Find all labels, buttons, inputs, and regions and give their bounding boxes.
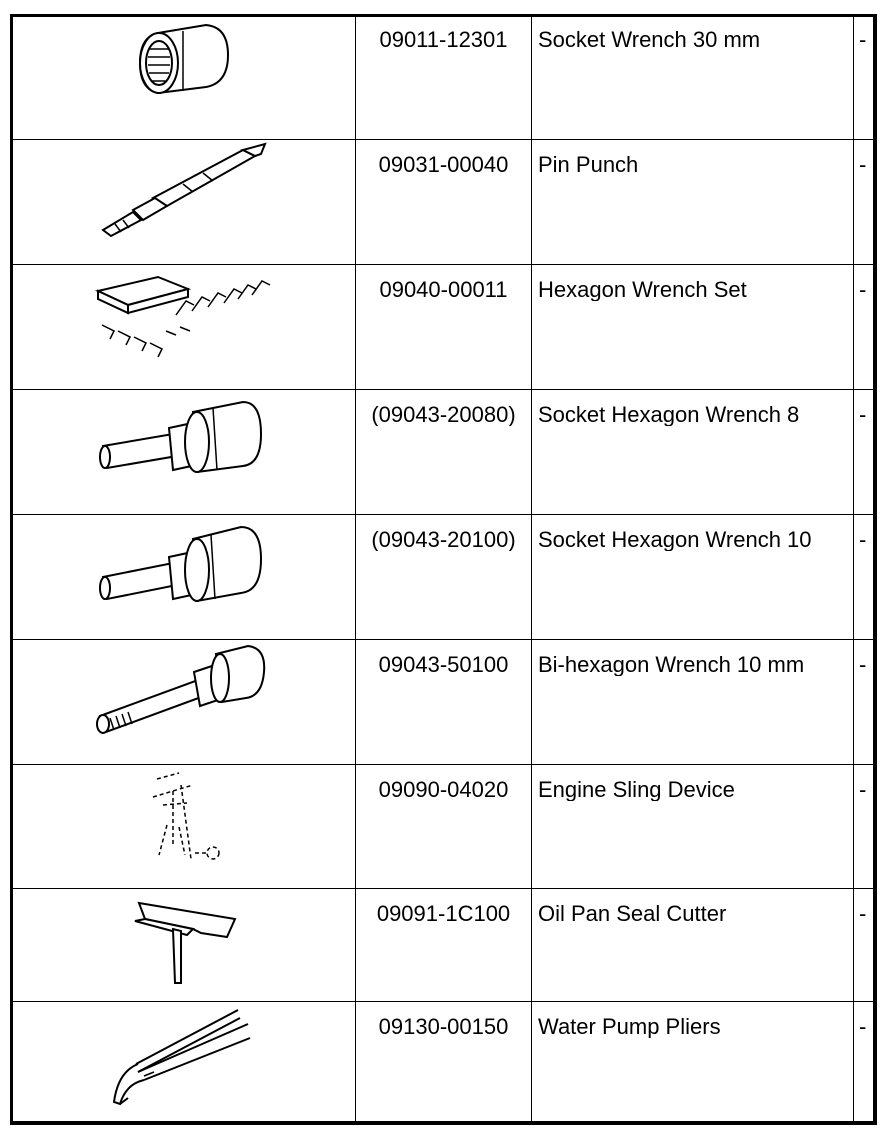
part-number: (09043-20080) [371, 402, 516, 426]
part-number: 09031-00040 [378, 152, 509, 176]
quantity-cell: - [853, 139, 877, 265]
part-number-cell: 09091-1C100 [355, 888, 532, 1002]
tool-name-cell: Bi-hexagon Wrench 10 mm [531, 639, 854, 765]
part-number: 09130-00150 [378, 1014, 509, 1038]
quantity-cell: - [853, 888, 877, 1002]
table-row: 09091-1C100 Oil Pan Seal Cutter - [10, 888, 877, 1002]
quantity: - [859, 652, 867, 676]
quantity: - [859, 901, 867, 925]
tool-name: Oil Pan Seal Cutter [538, 901, 727, 925]
tool-name: Socket Hexagon Wrench 10 [538, 527, 812, 551]
quantity-cell: - [853, 389, 877, 515]
quantity: - [859, 777, 867, 801]
quantity: - [859, 402, 867, 426]
tool-name-cell: Engine Sling Device [531, 764, 854, 889]
engine-sling-device-icon [152, 772, 220, 860]
part-number-cell: 09130-00150 [355, 1001, 532, 1125]
tool-name-cell: Socket Wrench 30 mm [531, 14, 854, 140]
tool-name: Socket Wrench 30 mm [538, 27, 761, 51]
part-number-cell: 09031-00040 [355, 139, 532, 265]
tool-name: Water Pump Pliers [538, 1014, 721, 1038]
part-number-cell: 09090-04020 [355, 764, 532, 889]
bi-hexagon-wrench-icon [96, 644, 266, 734]
tool-name-cell: Socket Hexagon Wrench 10 [531, 514, 854, 640]
table-row: 09011-12301 Socket Wrench 30 mm - [10, 14, 877, 140]
tool-illustration-cell [10, 389, 356, 515]
part-number: 09011-12301 [379, 27, 508, 51]
table-row: 09040-00011 Hexagon Wrench Set - [10, 264, 877, 390]
tool-name-cell: Water Pump Pliers [531, 1001, 854, 1125]
part-number: 09043-50100 [378, 652, 509, 676]
tool-name: Socket Hexagon Wrench 8 [538, 402, 800, 426]
part-number-cell: (09043-20080) [355, 389, 532, 515]
table-row: (09043-20100) Socket Hexagon Wrench 10 - [10, 514, 877, 640]
water-pump-pliers-icon [112, 1009, 251, 1106]
table-row: 09130-00150 Water Pump Pliers - [10, 1001, 877, 1125]
table-row: 09043-50100 Bi-hexagon Wrench 10 mm - [10, 639, 877, 765]
table-row: 09031-00040 Pin Punch - [10, 139, 877, 265]
part-number: 09090-04020 [378, 777, 509, 801]
part-number-cell: 09040-00011 [355, 264, 532, 390]
tool-illustration-cell [10, 14, 356, 140]
tool-name-cell: Oil Pan Seal Cutter [531, 888, 854, 1002]
socket-hexagon-wrench-icon [99, 525, 263, 603]
quantity: - [859, 27, 867, 51]
quantity-cell: - [853, 514, 877, 640]
quantity-cell: - [853, 264, 877, 390]
quantity-cell: - [853, 1001, 877, 1125]
quantity: - [859, 1014, 867, 1038]
pin-punch-icon [101, 142, 267, 238]
socket-hexagon-wrench-icon [99, 400, 263, 474]
quantity: - [859, 277, 867, 301]
tool-name: Hexagon Wrench Set [538, 277, 747, 301]
tool-illustration-cell [10, 514, 356, 640]
part-number-cell: 09043-50100 [355, 639, 532, 765]
tool-name: Bi-hexagon Wrench 10 mm [538, 652, 805, 676]
socket-wrench-icon [138, 23, 230, 95]
part-number-cell: 09011-12301 [355, 14, 532, 140]
tool-illustration-cell [10, 888, 356, 1002]
quantity: - [859, 527, 867, 551]
tool-illustration-cell [10, 639, 356, 765]
quantity-cell: - [853, 764, 877, 889]
quantity-cell: - [853, 639, 877, 765]
tool-name-cell: Hexagon Wrench Set [531, 264, 854, 390]
tool-illustration-cell [10, 764, 356, 889]
tool-illustration-cell [10, 1001, 356, 1125]
tool-illustration-cell [10, 264, 356, 390]
quantity: - [859, 152, 867, 176]
part-number-cell: (09043-20100) [355, 514, 532, 640]
part-number: 09040-00011 [379, 277, 508, 301]
tool-name-cell: Pin Punch [531, 139, 854, 265]
oil-pan-seal-cutter-icon [134, 901, 237, 984]
quantity-cell: - [853, 14, 877, 140]
tool-illustration-cell [10, 139, 356, 265]
tool-name: Engine Sling Device [538, 777, 735, 801]
hexagon-wrench-set-icon [94, 275, 271, 358]
special-tools-table: 09011-12301 Socket Wrench 30 mm - [10, 14, 877, 1125]
tool-name-cell: Socket Hexagon Wrench 8 [531, 389, 854, 515]
table-row: (09043-20080) Socket Hexagon Wrench 8 - [10, 389, 877, 515]
tool-name: Pin Punch [538, 152, 639, 176]
part-number: (09043-20100) [371, 527, 516, 551]
part-number: 09091-1C100 [376, 901, 511, 925]
table-row: 09090-04020 Engine Sling Device - [10, 764, 877, 889]
